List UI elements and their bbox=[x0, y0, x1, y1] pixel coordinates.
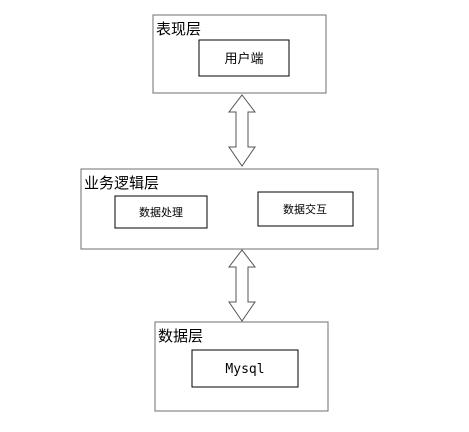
data-interaction-box bbox=[257, 191, 354, 227]
presentation-layer-title: 表现层 bbox=[156, 20, 201, 38]
double-arrow-icon bbox=[227, 249, 257, 322]
client-box-label: 用户端 bbox=[224, 51, 263, 67]
business-logic-layer-title: 业务逻辑层 bbox=[84, 174, 159, 192]
data-processing-label: 数据处理 bbox=[139, 205, 183, 219]
data-processing-box bbox=[114, 195, 208, 229]
data-interaction-label: 数据交互 bbox=[283, 202, 327, 216]
business-logic-layer: 业务逻辑层 数据处理 数据交互 bbox=[80, 168, 379, 250]
mysql-label: Mysql bbox=[225, 362, 264, 377]
double-arrow-icon bbox=[227, 94, 257, 167]
data-layer: 数据层 Mysql bbox=[154, 321, 329, 412]
data-layer-title: 数据层 bbox=[158, 327, 203, 345]
client-box bbox=[198, 39, 290, 77]
presentation-layer: 表现层 用户端 bbox=[152, 14, 327, 94]
mysql-box bbox=[191, 349, 299, 388]
